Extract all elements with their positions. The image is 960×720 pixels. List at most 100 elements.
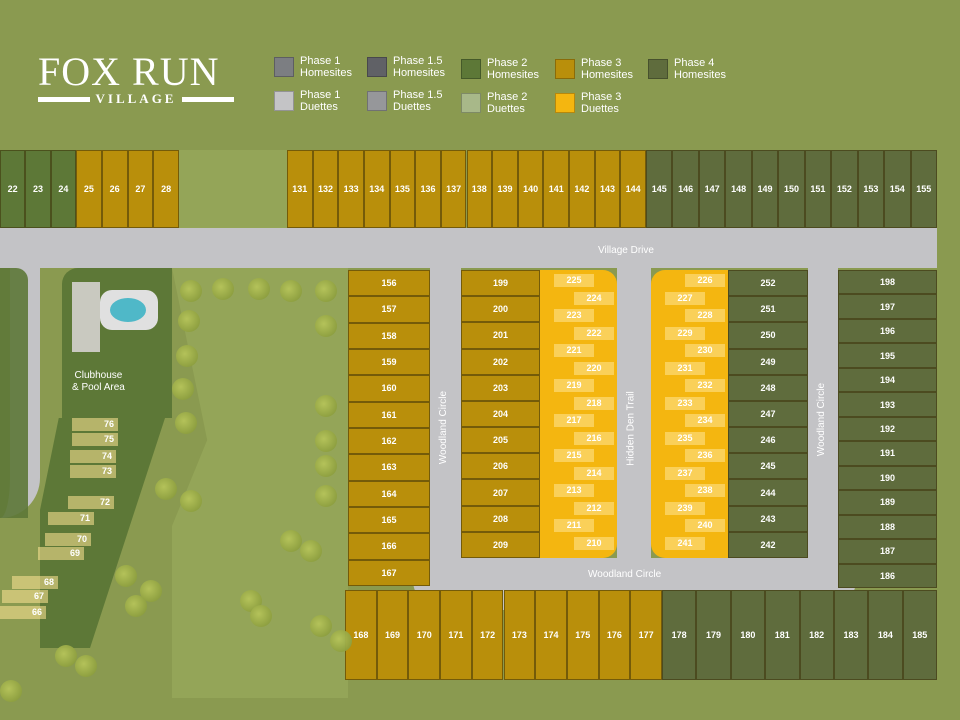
lot-251[interactable]: 251 <box>728 296 808 323</box>
lot-242[interactable]: 242 <box>728 531 808 558</box>
lot-153[interactable]: 153 <box>857 150 885 228</box>
lot-152[interactable]: 152 <box>831 150 858 228</box>
lot-136[interactable]: 136 <box>415 150 441 228</box>
duette-235[interactable]: 235 <box>665 431 705 445</box>
lot-138[interactable]: 138 <box>466 150 493 228</box>
lot-147[interactable]: 147 <box>698 150 726 228</box>
lot-196[interactable]: 196 <box>838 318 937 344</box>
lot-157[interactable]: 157 <box>348 296 430 323</box>
lot-156[interactable]: 156 <box>348 270 430 297</box>
lot-161[interactable]: 161 <box>348 401 430 428</box>
duette-211[interactable]: 211 <box>554 519 594 532</box>
duette-237[interactable]: 237 <box>665 466 705 480</box>
lot-132[interactable]: 132 <box>312 150 339 228</box>
lot-197[interactable]: 197 <box>838 294 937 319</box>
lot-180[interactable]: 180 <box>730 590 766 680</box>
lot-200[interactable]: 200 <box>461 296 540 323</box>
duette-213[interactable]: 213 <box>554 484 594 497</box>
duette-241[interactable]: 241 <box>665 536 705 550</box>
lot-208[interactable]: 208 <box>461 505 540 532</box>
lot-139[interactable]: 139 <box>492 150 518 228</box>
lot-176[interactable]: 176 <box>598 590 631 680</box>
duette-214[interactable]: 214 <box>574 466 614 480</box>
lot-149[interactable]: 149 <box>751 150 779 228</box>
lot-244[interactable]: 244 <box>728 479 808 506</box>
clubhouse-area[interactable]: Clubhouse & Pool Area <box>62 268 172 418</box>
lot-169[interactable]: 169 <box>376 590 409 680</box>
lot-71[interactable]: 71 <box>48 512 94 525</box>
lot-183[interactable]: 183 <box>833 590 869 680</box>
lot-248[interactable]: 248 <box>728 374 808 401</box>
lot-23[interactable]: 23 <box>25 150 51 228</box>
lot-166[interactable]: 166 <box>348 533 430 560</box>
lot-209[interactable]: 209 <box>461 531 540 558</box>
duette-239[interactable]: 239 <box>665 501 705 515</box>
lot-137[interactable]: 137 <box>440 150 467 228</box>
duette-221[interactable]: 221 <box>554 344 594 357</box>
lot-163[interactable]: 163 <box>348 454 430 481</box>
lot-150[interactable]: 150 <box>778 150 805 228</box>
lot-159[interactable]: 159 <box>348 349 430 376</box>
lot-73[interactable]: 73 <box>70 465 116 478</box>
lot-167[interactable]: 167 <box>348 559 430 586</box>
lot-70[interactable]: 70 <box>45 533 91 546</box>
lot-144[interactable]: 144 <box>620 150 646 228</box>
duette-233[interactable]: 233 <box>665 396 705 410</box>
lot-192[interactable]: 192 <box>838 416 937 442</box>
lot-198[interactable]: 198 <box>838 270 937 295</box>
lot-175[interactable]: 175 <box>566 590 599 680</box>
lot-203[interactable]: 203 <box>461 374 540 401</box>
lot-246[interactable]: 246 <box>728 427 808 454</box>
duette-226[interactable]: 226 <box>685 274 725 287</box>
lot-154[interactable]: 154 <box>884 150 911 228</box>
lot-204[interactable]: 204 <box>461 400 540 428</box>
duette-228[interactable]: 228 <box>685 309 725 322</box>
lot-142[interactable]: 142 <box>569 150 595 228</box>
lot-178[interactable]: 178 <box>662 590 697 680</box>
lot-160[interactable]: 160 <box>348 375 430 402</box>
lot-140[interactable]: 140 <box>517 150 544 228</box>
duette-220[interactable]: 220 <box>574 361 614 375</box>
lot-179[interactable]: 179 <box>696 590 731 680</box>
lot-173[interactable]: 173 <box>503 590 536 680</box>
lot-186[interactable]: 186 <box>838 563 937 588</box>
lot-250[interactable]: 250 <box>728 322 808 349</box>
lot-158[interactable]: 158 <box>348 322 430 349</box>
duette-224[interactable]: 224 <box>574 291 614 305</box>
lot-202[interactable]: 202 <box>461 348 540 375</box>
lot-74[interactable]: 74 <box>70 450 116 463</box>
duette-217[interactable]: 217 <box>554 414 594 427</box>
lot-133[interactable]: 133 <box>338 150 364 228</box>
lot-143[interactable]: 143 <box>594 150 621 228</box>
lot-194[interactable]: 194 <box>838 367 937 393</box>
lot-195[interactable]: 195 <box>838 343 937 368</box>
lot-182[interactable]: 182 <box>799 590 834 680</box>
lot-185[interactable]: 185 <box>902 590 937 680</box>
lot-170[interactable]: 170 <box>408 590 441 680</box>
lot-207[interactable]: 207 <box>461 479 540 506</box>
duette-219[interactable]: 219 <box>554 379 594 392</box>
lot-184[interactable]: 184 <box>868 590 903 680</box>
lot-245[interactable]: 245 <box>728 453 808 480</box>
lot-162[interactable]: 162 <box>348 428 430 455</box>
lot-134[interactable]: 134 <box>363 150 390 228</box>
lot-28[interactable]: 28 <box>153 150 179 228</box>
duette-212[interactable]: 212 <box>574 501 614 515</box>
duette-238[interactable]: 238 <box>685 484 725 497</box>
lot-75[interactable]: 75 <box>72 433 118 446</box>
lot-141[interactable]: 141 <box>543 150 570 228</box>
duette-225[interactable]: 225 <box>554 274 594 287</box>
lot-190[interactable]: 190 <box>838 465 937 491</box>
lot-247[interactable]: 247 <box>728 400 808 428</box>
lot-146[interactable]: 146 <box>672 150 699 228</box>
lot-249[interactable]: 249 <box>728 348 808 375</box>
lot-26[interactable]: 26 <box>101 150 128 228</box>
lot-199[interactable]: 199 <box>461 270 540 297</box>
lot-187[interactable]: 187 <box>838 539 937 564</box>
lot-174[interactable]: 174 <box>535 590 567 680</box>
duette-240[interactable]: 240 <box>685 519 725 532</box>
duette-215[interactable]: 215 <box>554 449 594 462</box>
lot-22[interactable]: 22 <box>0 150 26 228</box>
duette-230[interactable]: 230 <box>685 344 725 357</box>
lot-206[interactable]: 206 <box>461 453 540 480</box>
